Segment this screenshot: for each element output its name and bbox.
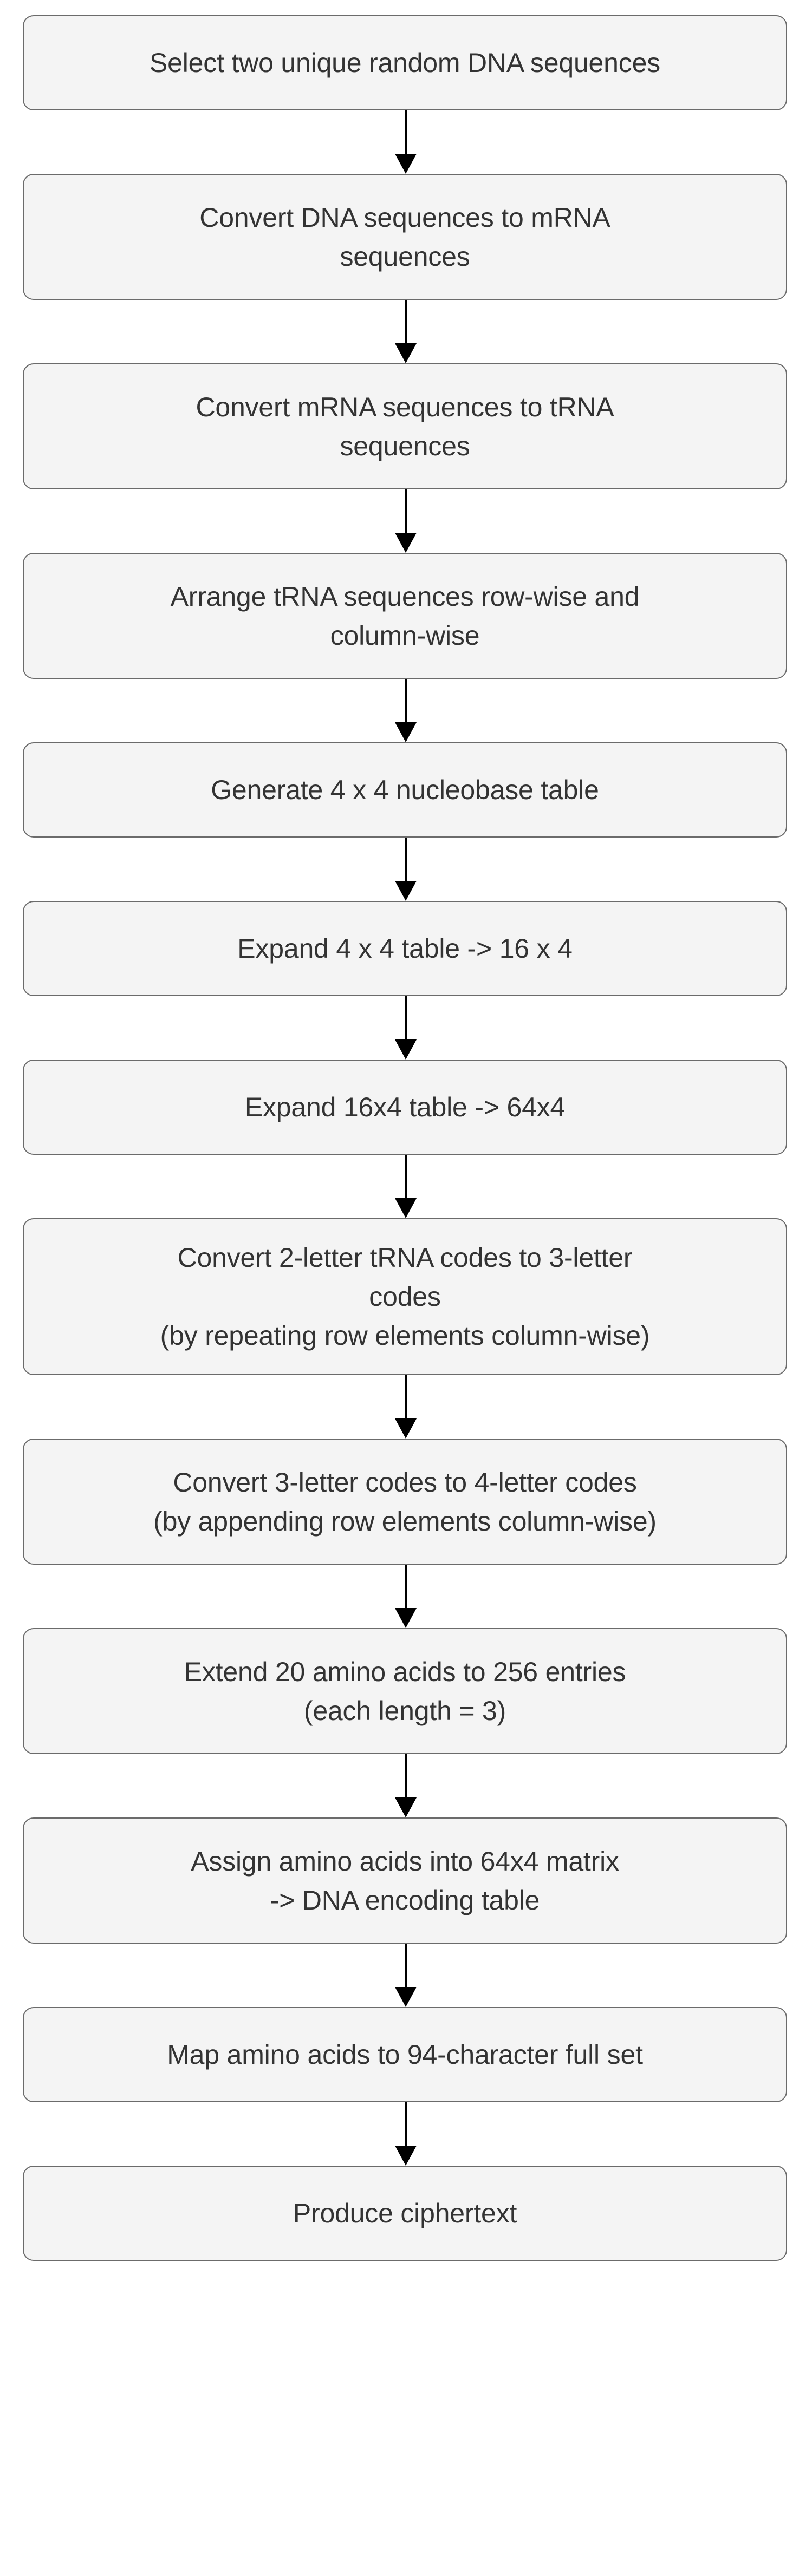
arrow-line [405,489,407,535]
arrow-line [405,1155,407,1200]
flowchart-node-text-line: Map amino acids to 94-character full set [167,2039,643,2070]
arrow-line [405,110,407,156]
flowchart-node-text-line: Convert DNA sequences to mRNA [199,202,610,233]
arrow-line [405,1754,407,1800]
flowchart-node-text-line: Extend 20 amino acids to 256 entries [184,1656,626,1687]
flowchart-arrow [23,996,787,1060]
arrow-head-icon [395,722,417,742]
flowchart-arrow [23,838,787,901]
flowchart-node-text-line: Assign amino acids into 64x4 matrix [191,1846,619,1877]
flowchart-arrow [23,1944,787,2007]
flowchart-node-text-line: codes [369,1282,441,1312]
flowchart-node-text-line: sequences [340,430,470,461]
arrow-head-icon [395,1797,417,1817]
flowchart-node: Generate 4 x 4 nucleobase table [23,742,787,838]
flowchart-node-text-line: (by appending row elements column-wise) [153,1506,657,1537]
flowchart-arrow [23,1754,787,1817]
flowchart-arrow [23,1155,787,1218]
flowchart-arrow [23,1375,787,1439]
arrow-head-icon [395,1608,417,1628]
flowchart-node: Expand 4 x 4 table -> 16 x 4 [23,901,787,996]
flowchart-arrow [23,2102,787,2166]
flowchart-node: Expand 16x4 table -> 64x4 [23,1060,787,1155]
flowchart-node: Convert 2-letter tRNA codes to 3-letter c… [23,1218,787,1375]
flowchart-node-text-line: Convert mRNA sequences to tRNA [196,391,614,422]
arrow-head-icon [395,154,417,174]
arrow-line [405,300,407,345]
flowchart-node: Convert 3-letter codes to 4-letter codes… [23,1439,787,1565]
flowchart-node: Produce ciphertext [23,2166,787,2261]
flowchart-node: Convert mRNA sequences to tRNA sequences [23,363,787,489]
arrow-line [405,679,407,724]
arrow-head-icon [395,1418,417,1439]
flowchart-node-text-line: (each length = 3) [303,1695,506,1726]
flowchart-node-text-line: Expand 4 x 4 table -> 16 x 4 [237,933,573,964]
flowchart-node-text-line: Produce ciphertext [293,2198,517,2228]
arrow-line [405,1565,407,1610]
flowchart-node: Extend 20 amino acids to 256 entries (eac… [23,1628,787,1754]
arrow-head-icon [395,1039,417,1060]
flowchart-node-text-line: Convert 3-letter codes to 4-letter codes [173,1467,637,1498]
flowchart-node-text-line: Arrange tRNA sequences row-wise and [170,581,640,612]
flowchart-arrow [23,489,787,553]
flowchart-arrow [23,1565,787,1628]
arrow-head-icon [395,881,417,901]
flowchart-node-text-line: Generate 4 x 4 nucleobase table [211,775,599,805]
flowchart-node-text-line: sequences [340,241,470,272]
flowchart-node-text-line: Expand 16x4 table -> 64x4 [244,1092,566,1122]
flowchart-node: Arrange tRNA sequences row-wise and colum… [23,553,787,679]
flowchart-node-text-line: (by repeating row elements column-wise) [160,1320,650,1351]
arrow-line [405,996,407,1042]
flowchart-node-text-line: Select two unique random DNA sequences [150,48,660,78]
arrow-line [405,1375,407,1421]
flowchart-arrow [23,110,787,174]
flowchart-node-text-line: -> DNA encoding table [270,1885,540,1915]
arrow-head-icon [395,1987,417,2007]
flowchart-node: Assign amino acids into 64x4 matrix -> DN… [23,1817,787,1944]
arrow-line [405,1944,407,1989]
arrow-head-icon [395,533,417,553]
flowchart-node: Select two unique random DNA sequences [23,15,787,110]
flowchart-node-text-line: Convert 2-letter tRNA codes to 3-letter [177,1243,633,1273]
flowchart-node: Map amino acids to 94-character full set [23,2007,787,2102]
flowchart-node-text-line: column-wise [330,620,480,651]
arrow-head-icon [395,1198,417,1218]
flowchart-arrow [23,679,787,742]
arrow-head-icon [395,2146,417,2166]
flowchart-arrow [23,300,787,363]
flowchart-node: Convert DNA sequences to mRNA sequences [23,174,787,300]
arrow-head-icon [395,343,417,363]
arrow-line [405,2102,407,2148]
arrow-line [405,838,407,883]
